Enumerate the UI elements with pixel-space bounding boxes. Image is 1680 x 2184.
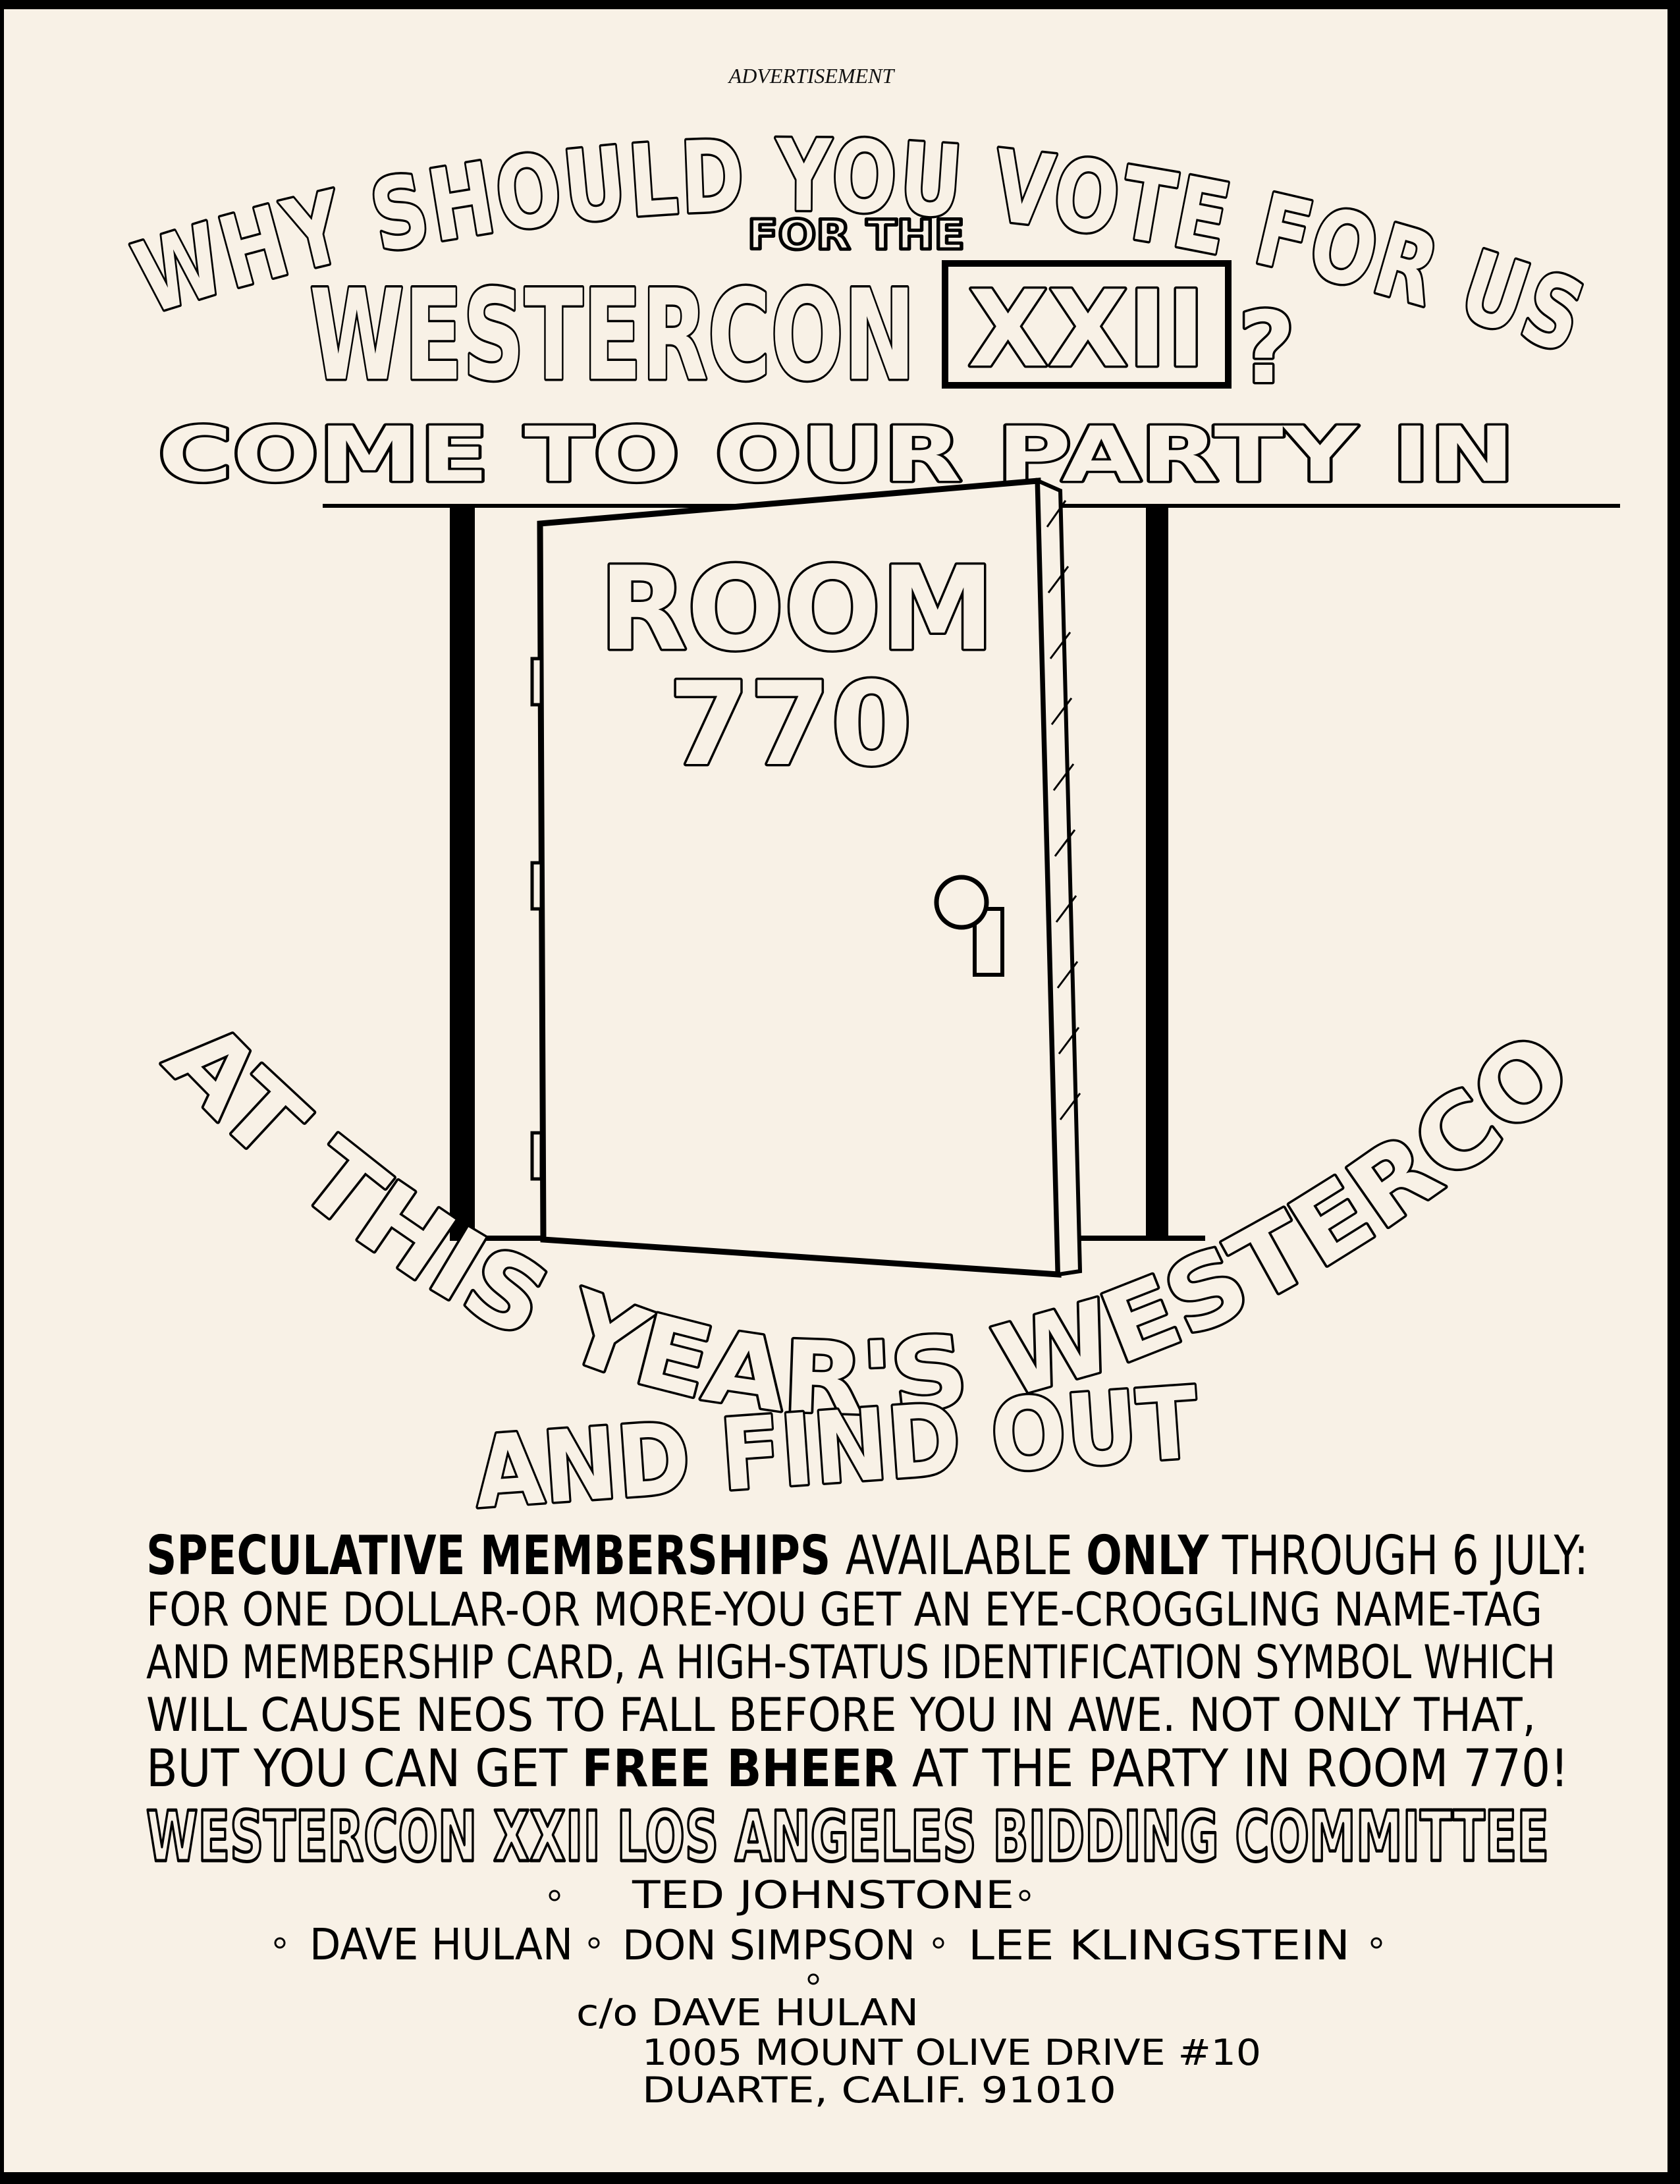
headline-for-the: FOR THE — [747, 211, 965, 259]
door-room-number: 770 — [668, 658, 912, 792]
advertisement-label: ADVERTISEMENT — [728, 64, 896, 88]
numeral-box — [942, 260, 1232, 389]
body-segment: AND MEMBERSHIP CARD, A HIGH-STATUS IDENT… — [146, 1635, 1556, 1689]
bullet-dot — [933, 1937, 944, 1949]
committee-member: LEE KLINGSTEIN — [968, 1921, 1350, 1969]
door-edge — [1035, 478, 1083, 1277]
body-segment: FREE BHEER — [582, 1739, 898, 1799]
body-text: SPECULATIVE MEMBERSHIPS AVAILABLE ONLY T… — [146, 1525, 1588, 1799]
door-illustration — [323, 478, 1620, 1278]
body-line: SPECULATIVE MEMBERSHIPS AVAILABLE ONLY T… — [146, 1525, 1588, 1587]
mailing-address: c/o DAVE HULAN 1005 MOUNT OLIVE DRIVE #1… — [576, 1992, 1261, 2111]
door-hinge — [530, 657, 543, 707]
committee-title: WESTERCON XXII LOS ANGELES BIDDING COMMI… — [146, 1797, 1549, 1877]
body-line: FOR ONE DOLLAR-OR MORE-YOU GET AN EYE-CR… — [146, 1583, 1542, 1637]
address-line: c/o DAVE HULAN — [576, 1992, 919, 2034]
body-line: WILL CAUSE NEOS TO FALL BEFORE YOU IN AW… — [146, 1688, 1536, 1742]
door-room-label: ROOM — [599, 543, 994, 676]
headline-question: ? — [1238, 291, 1295, 406]
headline-come-to-party: COME TO OUR PARTY IN — [158, 411, 1515, 499]
committee-members: TED JOHNSTONE DAVE HULAN DON SIMPSON LEE… — [274, 1872, 1382, 1985]
body-line: AND MEMBERSHIP CARD, A HIGH-STATUS IDENT… — [146, 1635, 1556, 1689]
headline-numeral: XXII — [968, 267, 1205, 391]
body-segment: SPECULATIVE MEMBERSHIPS — [146, 1525, 846, 1587]
body-segment: BUT YOU CAN GET — [146, 1739, 582, 1799]
committee-member: DON SIMPSON — [622, 1921, 915, 1969]
door-knob — [934, 875, 989, 930]
headline-westercon: WESTERCON — [310, 263, 915, 408]
door-hinge — [530, 861, 543, 911]
body-segment: AT THE PARTY IN ROOM 770! — [898, 1739, 1569, 1799]
bullet-dot — [274, 1937, 286, 1949]
body-segment: FOR ONE DOLLAR-OR MORE-YOU GET AN EYE-CR… — [146, 1583, 1542, 1637]
address-line: DUARTE, CALIF. 91010 — [642, 2069, 1116, 2111]
committee-member: TED JOHNSTONE — [632, 1872, 1014, 1917]
body-segment: THROUGH 6 JULY: — [1208, 1525, 1588, 1587]
body-line: BUT YOU CAN GET FREE BHEER AT THE PARTY … — [146, 1739, 1569, 1799]
door-hinge — [530, 1131, 543, 1181]
bullet-dot — [1370, 1937, 1382, 1949]
committee-member: DAVE HULAN — [310, 1919, 573, 1970]
bullet-dot — [1019, 1890, 1031, 1901]
bullet-dot — [549, 1890, 560, 1901]
bullet-dot — [807, 1973, 819, 1985]
body-segment: AVAILABLE — [846, 1525, 1086, 1587]
body-segment: ONLY — [1086, 1525, 1209, 1587]
bullet-dot — [588, 1937, 600, 1949]
body-segment: WILL CAUSE NEOS TO FALL BEFORE YOU IN AW… — [146, 1688, 1536, 1742]
address-line: 1005 MOUNT OLIVE DRIVE #10 — [642, 2032, 1261, 2073]
